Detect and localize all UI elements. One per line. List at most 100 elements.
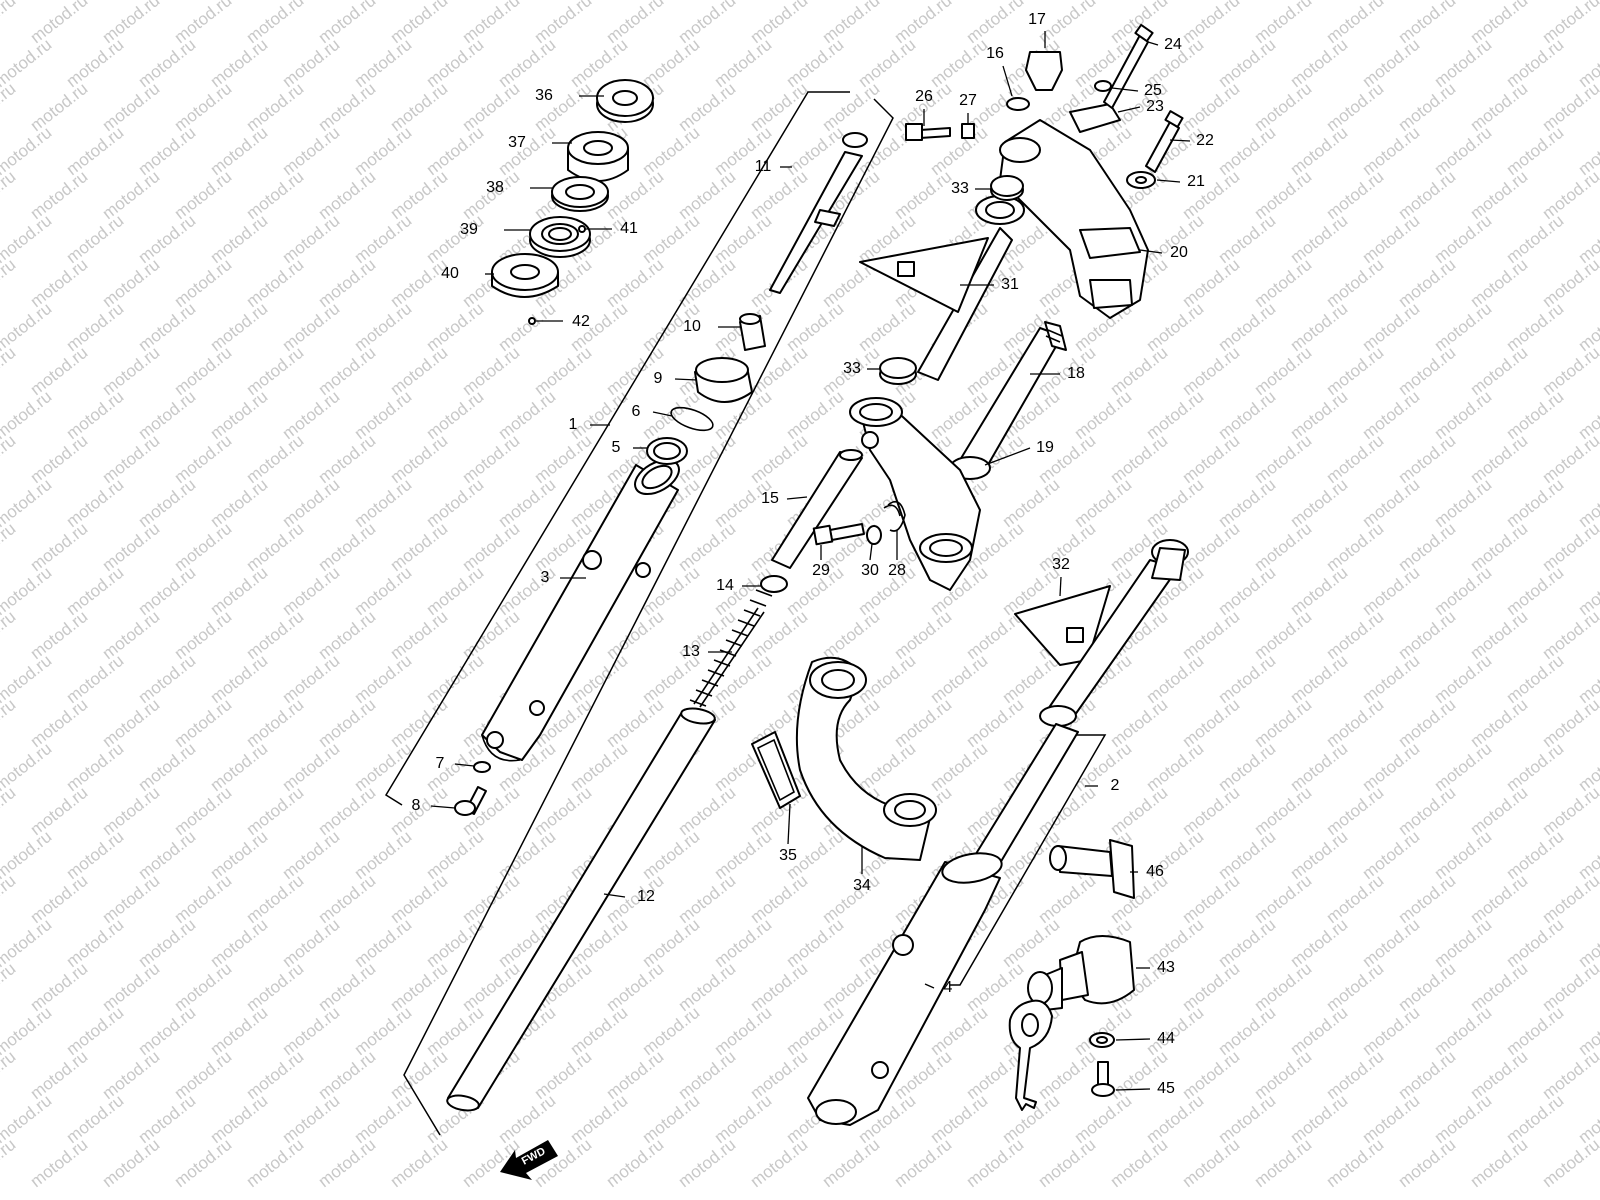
watermark-text: motod.ru bbox=[747, 1047, 812, 1103]
callout-4: 4 bbox=[944, 979, 953, 996]
watermark-text: motod.ru bbox=[675, 1135, 740, 1191]
watermark-text: motod.ru bbox=[351, 211, 416, 267]
cushion-33-lower bbox=[879, 357, 917, 385]
watermark-text: motod.ru bbox=[1323, 519, 1388, 575]
watermark-text: motod.ru bbox=[531, 1047, 596, 1103]
watermark-text: motod.ru bbox=[243, 343, 308, 399]
watermark-text: motod.ru bbox=[1287, 387, 1352, 443]
callout-19: 19 bbox=[1036, 439, 1054, 456]
headlight-bracket-31 bbox=[859, 195, 1025, 381]
watermark-text: motod.ru bbox=[99, 431, 164, 487]
watermark-text: motod.ru bbox=[315, 1047, 380, 1103]
stem-nut-36 bbox=[596, 79, 654, 123]
watermark-text: motod.ru bbox=[207, 915, 272, 971]
callout-28: 28 bbox=[888, 562, 906, 579]
watermark-text: motod.ru bbox=[1467, 79, 1532, 135]
watermark-text: motod.ru bbox=[279, 1091, 344, 1147]
watermark-text: motod.ru bbox=[99, 959, 164, 1015]
watermark-text: motod.ru bbox=[459, 871, 524, 927]
watermark-text: motod.ru bbox=[891, 695, 956, 751]
watermark-text: motod.ru bbox=[279, 915, 344, 971]
bolt-17 bbox=[1025, 51, 1063, 91]
watermark-text: motod.ru bbox=[639, 35, 704, 91]
fork-spring-13 bbox=[689, 589, 773, 708]
watermark-text: motod.ru bbox=[315, 871, 380, 927]
watermark-text: motod.ru bbox=[63, 1091, 128, 1147]
watermark-text: motod.ru bbox=[819, 607, 884, 663]
watermark-text: motod.ru bbox=[63, 563, 128, 619]
watermark-text: motod.ru bbox=[1539, 343, 1600, 399]
watermark-text: motod.ru bbox=[243, 783, 308, 839]
watermark-text: motod.ru bbox=[279, 299, 344, 355]
watermark-text: motod.ru bbox=[27, 959, 92, 1015]
watermark-text: motod.ru bbox=[1215, 211, 1280, 267]
watermark-text: motod.ru bbox=[423, 827, 488, 883]
watermark-text: motod.ru bbox=[1287, 915, 1352, 971]
watermark-text: motod.ru bbox=[1215, 299, 1280, 355]
watermark-text: motod.ru bbox=[135, 211, 200, 267]
watermark-text: motod.ru bbox=[1359, 35, 1424, 91]
watermark-text: motod.ru bbox=[279, 1003, 344, 1059]
watermark-text: motod.ru bbox=[207, 1091, 272, 1147]
watermark-text: motod.ru bbox=[279, 211, 344, 267]
watermark-text: motod.ru bbox=[1467, 871, 1532, 927]
watermark-text: motod.ru bbox=[1179, 783, 1244, 839]
watermark-text: motod.ru bbox=[711, 827, 776, 883]
watermark-text: motod.ru bbox=[675, 255, 740, 311]
bolt-22 bbox=[1145, 110, 1184, 173]
nut-27 bbox=[961, 123, 975, 139]
watermark-text: motod.ru bbox=[999, 475, 1064, 531]
watermark-text: motod.ru bbox=[1395, 607, 1460, 663]
watermark-text: motod.ru bbox=[387, 959, 452, 1015]
watermark-text: motod.ru bbox=[0, 431, 19, 487]
watermark-text: motod.ru bbox=[1251, 431, 1316, 487]
watermark-text: motod.ru bbox=[1359, 651, 1424, 707]
watermark-text: motod.ru bbox=[1287, 299, 1352, 355]
watermark-text: motod.ru bbox=[27, 607, 92, 663]
callout-44: 44 bbox=[1157, 1030, 1175, 1047]
watermark-text: motod.ru bbox=[747, 1135, 812, 1191]
watermark-text: motod.ru bbox=[531, 783, 596, 839]
watermark-text: motod.ru bbox=[207, 211, 272, 267]
watermark-text: motod.ru bbox=[1071, 387, 1136, 443]
watermark-text: motod.ru bbox=[135, 475, 200, 531]
watermark-text: motod.ru bbox=[0, 1047, 19, 1103]
watermark-text: motod.ru bbox=[711, 35, 776, 91]
watermark-text: motod.ru bbox=[135, 651, 200, 707]
watermark-text: motod.ru bbox=[1143, 387, 1208, 443]
watermark-text: motod.ru bbox=[1179, 607, 1244, 663]
watermark-text: motod.ru bbox=[387, 255, 452, 311]
watermark-text: motod.ru bbox=[639, 1091, 704, 1147]
watermark-text: motod.ru bbox=[1287, 35, 1352, 91]
watermark-text: motod.ru bbox=[783, 915, 848, 971]
watermark-text: motod.ru bbox=[711, 1091, 776, 1147]
watermark-text: motod.ru bbox=[639, 1003, 704, 1059]
watermark-text: motod.ru bbox=[351, 35, 416, 91]
holder-cap-23 bbox=[1069, 103, 1121, 133]
watermark-text: motod.ru bbox=[747, 959, 812, 1015]
watermark-text: motod.ru bbox=[63, 35, 128, 91]
watermark-text: motod.ru bbox=[1179, 431, 1244, 487]
watermark-text: motod.ru bbox=[1251, 79, 1316, 135]
watermark-text: motod.ru bbox=[783, 387, 848, 443]
watermark-text: motod.ru bbox=[171, 167, 236, 223]
watermark-text: motod.ru bbox=[1287, 827, 1352, 883]
watermark-text: motod.ru bbox=[1359, 1091, 1424, 1147]
watermark-text: motod.ru bbox=[0, 607, 19, 663]
watermark-text: motod.ru bbox=[1071, 739, 1136, 795]
watermark-text: motod.ru bbox=[603, 695, 668, 751]
bearing-race-38 bbox=[551, 176, 609, 212]
watermark-text: motod.ru bbox=[279, 739, 344, 795]
watermark-text: motod.ru bbox=[1035, 783, 1100, 839]
watermark-text: motod.ru bbox=[1395, 871, 1460, 927]
watermark-text: motod.ru bbox=[63, 299, 128, 355]
callout-33: 33 bbox=[951, 180, 969, 197]
watermark-text: motod.ru bbox=[603, 1047, 668, 1103]
watermark-text: motod.ru bbox=[1395, 167, 1460, 223]
watermark-text: motod.ru bbox=[423, 915, 488, 971]
watermark-text: motod.ru bbox=[1251, 255, 1316, 311]
callout-35: 35 bbox=[779, 847, 797, 864]
steering-stem-18 bbox=[959, 321, 1067, 471]
